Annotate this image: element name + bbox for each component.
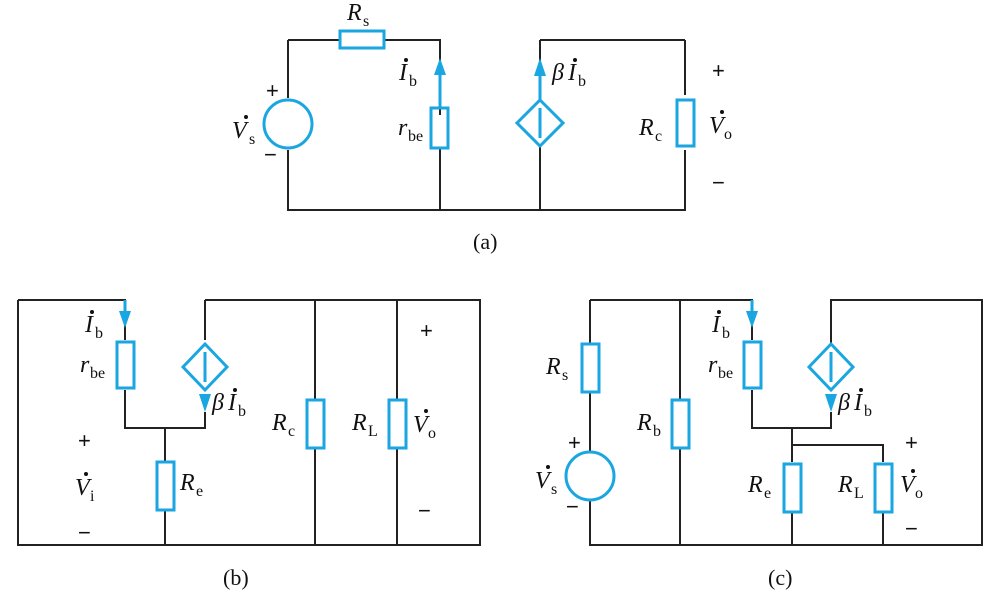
label-rbe-c: r bbox=[708, 352, 718, 378]
sign-plus-vo-c: + bbox=[905, 430, 918, 455]
label-rc-a: R bbox=[638, 115, 654, 141]
label-beta-ib-b-i: I bbox=[227, 390, 237, 416]
sign-plus-vs: + bbox=[266, 78, 279, 103]
label-rb-c: R bbox=[636, 410, 652, 436]
label-re-b: R bbox=[179, 470, 195, 496]
label-rl-b: R bbox=[351, 410, 367, 436]
label-vi-sub: i bbox=[90, 488, 95, 505]
sign-minus-vs-c: − bbox=[566, 494, 579, 519]
resistor-rl-b bbox=[387, 398, 408, 450]
label-vo-c: V bbox=[900, 472, 917, 498]
resistor-rbe-b bbox=[115, 340, 136, 390]
resistor-re-c bbox=[782, 462, 803, 514]
circuit-c: R s + − V s R b I b r be β I b R e bbox=[535, 299, 983, 590]
label-vs-c: V bbox=[535, 468, 552, 494]
label-ib-b-sub: b bbox=[95, 325, 103, 342]
label-vo-b-sub: o bbox=[428, 425, 436, 442]
label-ib-c: I bbox=[711, 312, 721, 338]
sign-plus-vs-c: + bbox=[568, 430, 581, 455]
label-rs-sub: s bbox=[363, 13, 369, 30]
sign-minus-vs: − bbox=[264, 142, 277, 167]
current-arrow-ib-c bbox=[746, 311, 758, 328]
current-arrow-beta-ib-b bbox=[199, 394, 211, 412]
label-rs-c-sub: s bbox=[562, 367, 568, 384]
resistor-re-b bbox=[155, 460, 176, 512]
label-beta-ib-c-i: I bbox=[853, 390, 863, 416]
label-rb-c-sub: b bbox=[653, 423, 661, 440]
resistor-rb-c bbox=[670, 398, 691, 450]
label-beta-ib-a-sub: b bbox=[578, 73, 586, 90]
current-arrow-beta-ib-c bbox=[825, 394, 837, 412]
label-rbe: r bbox=[398, 115, 408, 141]
wire-a-outer bbox=[287, 39, 686, 211]
label-vs-sub: s bbox=[249, 131, 255, 148]
label-beta-ib-c: β bbox=[837, 390, 850, 416]
label-rbe-b-sub: be bbox=[90, 365, 105, 382]
current-arrow-beta-ib-a bbox=[534, 58, 546, 76]
sign-plus-vo-a: + bbox=[712, 58, 725, 83]
sign-minus-vo-b: − bbox=[418, 498, 431, 523]
resistor-rs bbox=[338, 29, 386, 50]
circuit-a: R s + − V s I b r be β I b R c + V o − bbox=[232, 0, 732, 254]
voltage-source-vs bbox=[262, 98, 314, 150]
label-rl-b-sub: L bbox=[368, 423, 378, 440]
current-arrow-ib bbox=[434, 58, 446, 75]
label-beta-ib-a: β bbox=[551, 60, 564, 86]
dependent-current-source-b bbox=[180, 341, 230, 393]
label-re-c-sub: e bbox=[764, 485, 771, 502]
label-vo-b: V bbox=[413, 412, 430, 438]
caption-b: (b) bbox=[223, 565, 249, 590]
label-vs: V bbox=[232, 118, 249, 144]
dependent-current-source-a bbox=[514, 97, 566, 149]
sign-minus-vo-a: − bbox=[712, 170, 725, 195]
current-arrow-ib-b bbox=[119, 311, 131, 328]
label-rc-b-sub: c bbox=[288, 423, 295, 440]
dependent-current-source-c bbox=[806, 341, 856, 393]
label-rs-c: R bbox=[545, 354, 561, 380]
label-beta-ib-b-sub: b bbox=[238, 403, 246, 420]
label-beta-ib-a-i: I bbox=[567, 60, 577, 86]
label-rc-a-sub: c bbox=[655, 128, 662, 145]
sign-minus-vo-c: − bbox=[905, 516, 918, 541]
label-rl-c: R bbox=[837, 472, 853, 498]
caption-a: (a) bbox=[473, 229, 497, 254]
label-vs-c-sub: s bbox=[551, 481, 557, 498]
caption-c: (c) bbox=[768, 565, 792, 590]
resistor-rc-b bbox=[305, 398, 326, 450]
label-rbe-b: r bbox=[80, 352, 90, 378]
resistor-rs-c bbox=[580, 342, 601, 394]
voltage-source-vs-c bbox=[564, 450, 616, 502]
label-vo-a: V bbox=[709, 113, 726, 139]
label-rs: R bbox=[346, 0, 362, 26]
label-rl-c-sub: L bbox=[854, 485, 864, 502]
sign-minus-vi: − bbox=[78, 520, 91, 545]
sign-plus-vo-b: + bbox=[420, 318, 433, 343]
label-beta-ib-c-sub: b bbox=[864, 403, 872, 420]
label-re-c: R bbox=[747, 472, 763, 498]
label-rc-b: R bbox=[271, 410, 287, 436]
label-vo-c-sub: o bbox=[915, 485, 923, 502]
label-rbe-c-sub: be bbox=[718, 365, 733, 382]
label-ib-sub: b bbox=[409, 73, 417, 90]
label-re-b-sub: e bbox=[196, 483, 203, 500]
label-vi: V bbox=[75, 475, 92, 501]
label-ib-b: I bbox=[84, 312, 94, 338]
label-rbe-sub: be bbox=[408, 128, 423, 145]
label-beta-ib-b: β bbox=[211, 390, 224, 416]
resistor-rc-a bbox=[675, 98, 696, 148]
label-vo-a-sub: o bbox=[724, 126, 732, 143]
label-ib: I bbox=[398, 60, 408, 86]
resistor-rl-c bbox=[873, 462, 894, 514]
circuit-b: I b r be β I b R e + V i − R c R L + V bbox=[17, 299, 481, 590]
sign-plus-vi: + bbox=[78, 428, 91, 453]
resistor-rbe-c bbox=[742, 340, 763, 390]
label-ib-c-sub: b bbox=[722, 325, 730, 342]
